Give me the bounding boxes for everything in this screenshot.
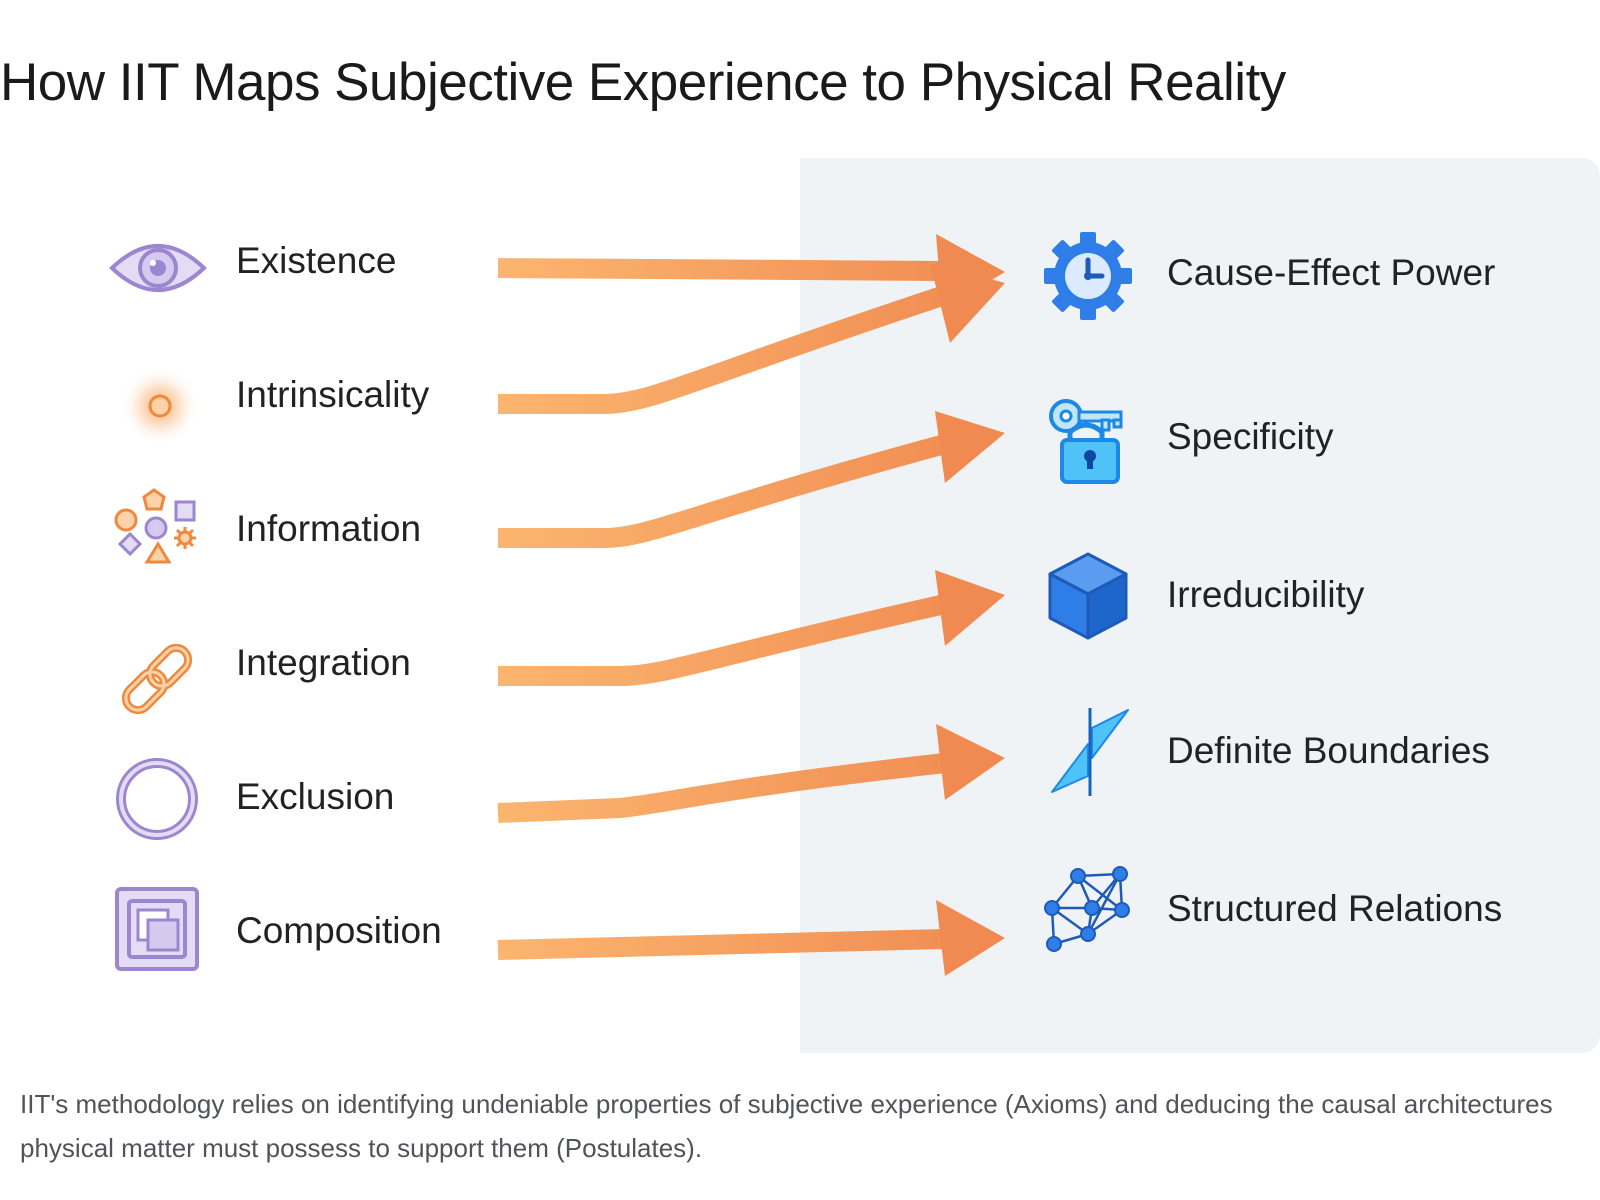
axiom-label-composition: Composition [236,910,442,951]
arrow-exclusion-to-definite-boundaries [497,753,947,823]
chain-link-icon [121,643,193,715]
page-title: How IIT Maps Subjective Experience to Ph… [0,53,1286,112]
arrows-layer [497,234,1005,976]
cube-icon [1048,552,1128,640]
postulate-label-irreducibility: Irreducibility [1167,574,1365,615]
nested-squares-icon [115,887,199,971]
postulate-label-definite-boundaries: Definite Boundaries [1167,730,1490,771]
figure-caption: IIT's methodology relies on identifying … [20,1089,1553,1163]
arrowhead-2 [930,263,1005,343]
key-lock-icon [1049,399,1123,484]
arrow-integration-to-irreducibility [498,594,948,686]
arrow-information-to-specificity [498,434,948,548]
postulate-label-cause-effect-power: Cause-Effect Power [1167,252,1496,293]
gear-clock-icon [1044,232,1132,320]
ring-icon [116,758,198,840]
axiom-label-existence: Existence [236,240,397,281]
shapes-icon [114,488,196,564]
eye-icon [109,244,207,292]
postulate-label-specificity: Specificity [1167,416,1334,457]
arrowhead-5 [936,724,1005,800]
network-icon [1044,866,1130,952]
arrow-intrinsicality-to-cause-effect-power [498,285,949,414]
arrow-composition-to-structured-relations [497,929,946,960]
arrowhead-6 [936,900,1005,976]
glowing-dot-icon [120,366,200,446]
axiom-label-exclusion: Exclusion [236,776,395,817]
axiom-label-intrinsicality: Intrinsicality [236,374,430,415]
postulate-label-structured-relations: Structured Relations [1167,888,1503,929]
arrowhead-3 [935,411,1005,483]
axiom-label-integration: Integration [236,642,411,683]
boundary-slash-icon [1051,708,1129,796]
axiom-label-information: Information [236,508,422,549]
arrowhead-4 [935,570,1005,646]
axiom-postulate-diagram: Existence Intrinsicality Information Int… [0,158,1600,1058]
arrow-existence-to-cause-effect-power [497,258,946,281]
